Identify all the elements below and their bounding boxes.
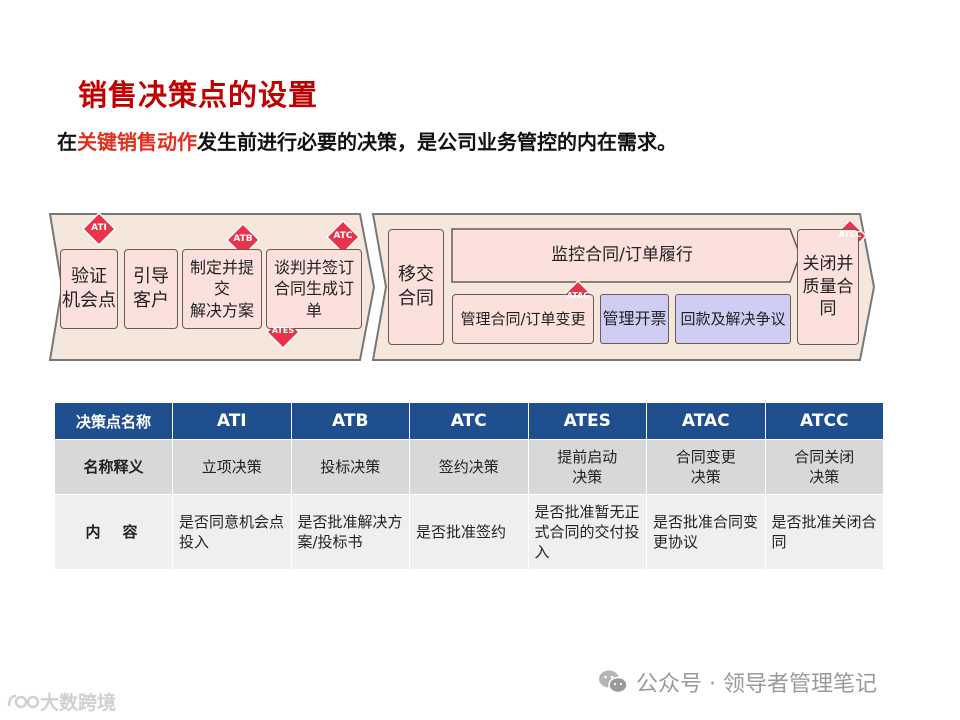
wechat-watermark: 公众号 · 领导者管理笔记 — [598, 666, 877, 698]
table-cell: 投标决策 — [290, 439, 410, 495]
column-header: ATCC — [764, 402, 884, 440]
wechat-icon — [598, 669, 628, 695]
table-cell: 是否批准暂无正式合同的交付投入 — [527, 494, 647, 570]
step-monitor-contract: 监控合同/订单履行 — [551, 245, 693, 266]
table-cell: 是否同意机会点投入 — [172, 494, 292, 570]
page-title: 销售决策点的设置 — [78, 78, 319, 112]
subtitle-highlight: 关键销售动作 — [77, 130, 197, 154]
page-subtitle: 在关键销售动作发生前进行必要的决策，是公司业务管控的内在需求。 — [57, 126, 677, 155]
corner-watermark: 大数跨境 — [6, 688, 116, 715]
diamond-label-ati: ATI — [91, 223, 107, 233]
diamond-label-atcc: ATCC — [838, 230, 862, 239]
table-header-row: 决策点名称 ATI ATB ATC ATES ATAC ATCC — [54, 402, 884, 440]
step-make-solution: 制定并提交 解决方案 — [182, 249, 262, 329]
column-header: ATES — [527, 402, 647, 440]
step-manage-change: 管理合同/订单变更 — [452, 294, 594, 344]
diamond-label-atb: ATB — [233, 234, 253, 244]
table-cell: 是否批准关闭合同 — [764, 494, 884, 570]
monitor-arrow — [451, 228, 801, 283]
column-header: ATC — [409, 402, 529, 440]
step-verify-opportunity: 验证 机会点 — [60, 249, 118, 329]
diamond-label-ates: ATES — [271, 326, 295, 335]
decision-points-table: 决策点名称 ATI ATB ATC ATES ATAC ATCC 名称释义 立项… — [54, 402, 884, 570]
table-cell: 是否批准合同变更协议 — [646, 494, 766, 570]
table-cell: 是否批准签约 — [409, 494, 529, 570]
table-cell: 签约决策 — [409, 439, 529, 495]
diamond-label-atac: ATAC — [566, 291, 590, 300]
table-cell: 立项决策 — [172, 439, 292, 495]
step-close-contract: 关闭并 质量合同 — [797, 229, 859, 345]
diamond-label-atc: ATC — [333, 231, 353, 241]
table-row: 内容 是否同意机会点投入 是否批准解决方案/投标书 是否批准签约 是否批准暂无正… — [54, 494, 884, 570]
subtitle-suffix: 发生前进行必要的决策，是公司业务管控的内在需求。 — [197, 130, 677, 154]
table-row: 名称释义 立项决策 投标决策 签约决策 提前启动 决策 合同变更 决策 合同关闭… — [54, 439, 884, 495]
column-header: ATI — [172, 402, 292, 440]
table-cell: 合同变更 决策 — [646, 439, 766, 495]
column-header: ATAC — [646, 402, 766, 440]
subtitle-prefix: 在 — [57, 130, 77, 154]
wechat-watermark-text: 公众号 · 领导者管理笔记 — [636, 672, 877, 697]
step-negotiate-contract: 谈判并签订 合同生成订单 — [266, 249, 362, 329]
process-flow-diagram: 验证 机会点 引导 客户 制定并提交 解决方案 谈判并签订 合同生成订单 移交 … — [48, 211, 876, 361]
step-transfer-contract: 移交 合同 — [388, 229, 444, 345]
table-cell: 是否批准解决方案/投标书 — [290, 494, 410, 570]
watermark-logo-icon — [7, 694, 40, 708]
diamond-ati-icon — [81, 211, 117, 247]
table-corner-header: 决策点名称 — [54, 402, 173, 440]
step-guide-customer: 引导 客户 — [124, 249, 178, 329]
row-header: 内容 — [54, 494, 173, 570]
table-cell: 提前启动 决策 — [527, 439, 647, 495]
corner-watermark-text: 大数跨境 — [40, 692, 117, 714]
row-header: 名称释义 — [54, 439, 173, 495]
step-manage-invoice: 管理开票 — [600, 294, 669, 344]
table-cell: 合同关闭 决策 — [764, 439, 884, 495]
column-header: ATB — [290, 402, 410, 440]
step-collection-dispute: 回款及解决争议 — [675, 294, 791, 344]
